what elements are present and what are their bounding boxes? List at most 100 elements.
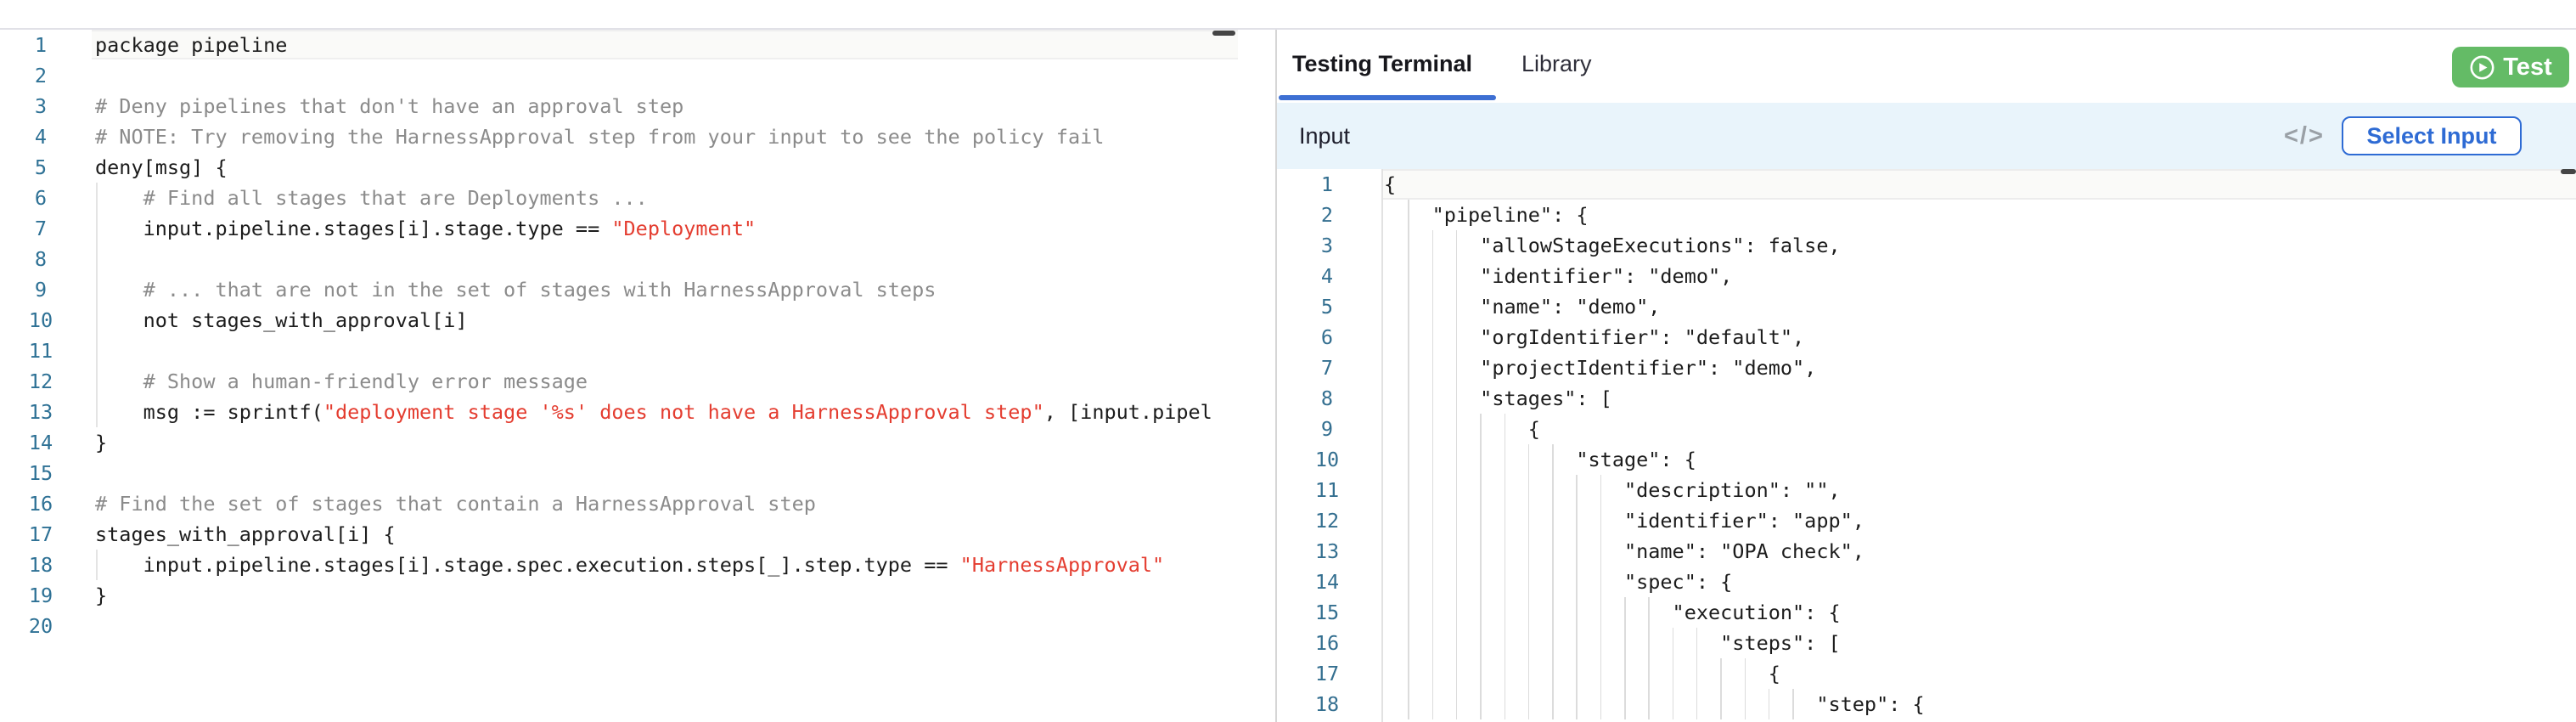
code-text: # Find the set of stages that contain a … <box>95 488 816 519</box>
scrollbar-thumb[interactable] <box>2561 169 2576 174</box>
line-number: 15 <box>28 461 53 485</box>
indent-guide <box>1527 658 1530 689</box>
code-line: 12 # Show a human-friendly error message <box>0 366 1238 397</box>
code-text: # Find all stages that are Deployments .… <box>95 183 648 213</box>
line-number: 8 <box>34 247 48 271</box>
indent-guide <box>96 305 98 336</box>
active-line-highlight <box>92 30 1238 59</box>
line-number: 5 <box>34 155 48 179</box>
indent-guide <box>1576 628 1578 658</box>
indent-guide <box>1431 353 1434 383</box>
indent-guide <box>1527 536 1530 567</box>
code-segment: "HarnessApproval" <box>959 553 1165 577</box>
indent-guide <box>1504 444 1505 475</box>
indent-guide <box>1648 689 1650 719</box>
indent-guide <box>96 183 98 213</box>
json-text: "description": "", <box>1384 478 1841 502</box>
code-segment: msg := sprintf( <box>95 400 323 424</box>
json-text: { <box>1384 662 1780 685</box>
indent-guide <box>1672 628 1674 658</box>
indent-guide <box>1696 689 1698 719</box>
line-number: 3 <box>1320 234 1334 257</box>
json-text: "step": { <box>1384 692 1925 716</box>
indent-guide <box>1744 689 1746 719</box>
indent-guide <box>1527 628 1530 658</box>
line-number: 18 <box>28 553 53 577</box>
indent-guide <box>1408 414 1409 444</box>
line-number: 2 <box>34 64 48 87</box>
line-number: 5 <box>1320 295 1334 319</box>
json-line: 3 "allowStageExecutions": false, <box>1277 230 2576 261</box>
select-input-button[interactable]: Select Input <box>2342 116 2522 155</box>
code-line: 2 <box>0 60 1238 91</box>
line-number: 14 <box>1314 570 1340 594</box>
tab-library[interactable]: Library <box>1521 51 1592 76</box>
code-text: } <box>95 427 107 458</box>
code-text: input.pipeline.stages[i].stage.type == "… <box>95 213 756 244</box>
indent-guide <box>1527 475 1530 505</box>
code-text: # Show a human-friendly error message <box>95 366 588 397</box>
indent-guide <box>1672 689 1674 719</box>
indent-guide <box>1408 567 1409 597</box>
indent-guide <box>1552 505 1554 536</box>
tab-testing-terminal[interactable]: Testing Terminal <box>1292 51 1473 76</box>
code-segment: } <box>95 431 108 454</box>
indent-guide <box>1431 261 1434 291</box>
json-input-editor[interactable]: 1{2 "pipeline": {3 "allowStageExecutions… <box>1277 169 2576 722</box>
indent-guide <box>1768 689 1770 719</box>
code-segment: # Show a human-friendly error message <box>95 369 588 393</box>
indent-guide <box>1431 628 1434 658</box>
code-segment: not stages_with_approval[i] <box>95 308 468 332</box>
json-line: 1{ <box>1277 169 2576 200</box>
indent-guide <box>1504 475 1505 505</box>
input-title: Input <box>1299 123 1351 149</box>
json-line: 16 "steps": [ <box>1277 628 2576 658</box>
indent-guide <box>1455 567 1458 597</box>
indent-guide <box>1504 567 1505 597</box>
json-text: "allowStageExecutions": false, <box>1384 234 1841 257</box>
indent-guide <box>1408 597 1409 628</box>
line-number: 16 <box>1314 631 1340 655</box>
line-number: 12 <box>28 369 53 393</box>
code-text: # Deny pipelines that don't have an appr… <box>95 91 683 121</box>
active-line-highlight <box>1381 169 2576 200</box>
top-border <box>0 28 2576 30</box>
test-button[interactable]: Test <box>2452 47 2569 87</box>
indent-guide <box>1552 536 1554 567</box>
indent-guide <box>1527 505 1530 536</box>
indent-guide <box>1408 505 1409 536</box>
code-text: # NOTE: Try removing the HarnessApproval… <box>95 121 1104 152</box>
json-line: 11 "description": "", <box>1277 475 2576 505</box>
indent-guide <box>1576 475 1578 505</box>
indent-guide <box>1720 689 1722 719</box>
code-text: msg := sprintf("deployment stage '%s' do… <box>95 397 1212 427</box>
indent-guide <box>1672 658 1674 689</box>
indent-guide <box>1431 230 1434 261</box>
json-text: "steps": [ <box>1384 631 1841 655</box>
indent-guide <box>1576 689 1578 719</box>
indent-guide <box>1408 689 1409 719</box>
indent-guide <box>1408 475 1409 505</box>
indent-guide <box>96 366 98 397</box>
indent-guide <box>1552 628 1554 658</box>
indent-guide <box>1455 689 1458 719</box>
indent-guide <box>1455 291 1458 322</box>
code-line: 4# NOTE: Try removing the HarnessApprova… <box>0 121 1238 152</box>
line-number: 9 <box>34 278 48 302</box>
indent-guide <box>1455 261 1458 291</box>
indent-guide <box>1504 536 1505 567</box>
json-text: "projectIdentifier": "demo", <box>1384 356 1817 380</box>
indent-guide <box>1480 505 1482 536</box>
indent-guide <box>1480 414 1482 444</box>
indent-guide <box>96 213 98 244</box>
pane-divider[interactable] <box>1275 30 1277 722</box>
indent-guide <box>1624 658 1626 689</box>
line-number: 3 <box>34 94 48 118</box>
indent-guide <box>1504 414 1505 444</box>
code-view-icon[interactable]: </> <box>2284 122 2325 149</box>
indent-guide <box>1408 536 1409 567</box>
scrollbar-thumb[interactable] <box>1212 31 1235 36</box>
